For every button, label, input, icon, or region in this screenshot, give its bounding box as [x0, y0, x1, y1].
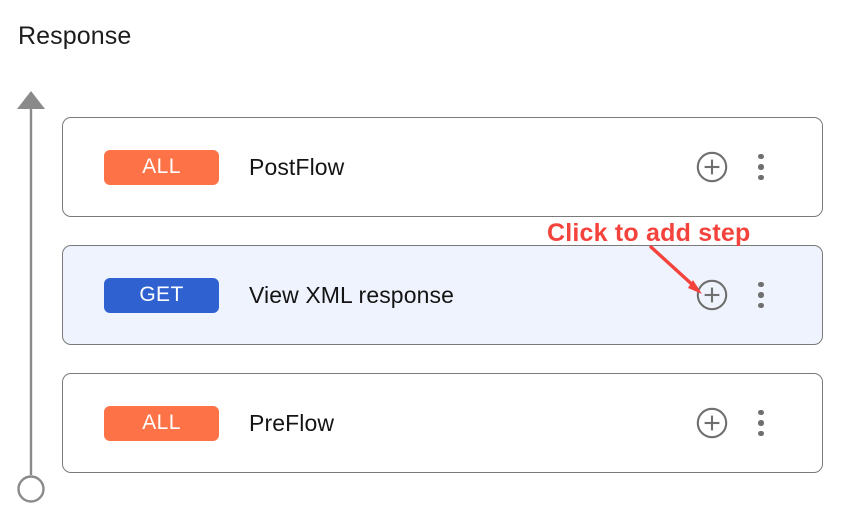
plus-circle-icon[interactable]: [696, 407, 728, 439]
plus-circle-icon[interactable]: [696, 151, 728, 183]
flow-row-label: View XML response: [249, 281, 454, 308]
flow-direction-axis: [0, 80, 62, 505]
flow-row-postflow[interactable]: ALL PostFlow: [62, 117, 823, 217]
more-vertical-icon[interactable]: [748, 279, 774, 311]
more-vertical-icon[interactable]: [748, 407, 774, 439]
flow-row-view-xml-response[interactable]: GET View XML response: [62, 245, 823, 345]
row-actions: [696, 407, 774, 439]
annotation-label: Click to add step: [547, 219, 751, 247]
page-title: Response: [18, 22, 132, 50]
arrow-up-icon: [17, 91, 45, 109]
more-vertical-icon[interactable]: [748, 151, 774, 183]
method-badge-get: GET: [104, 277, 219, 313]
flow-step-list: ALL PostFlow GET View XML response: [62, 117, 823, 501]
method-badge-all: ALL: [104, 149, 219, 185]
flow-row-label: PostFlow: [249, 153, 345, 180]
row-actions: [696, 151, 774, 183]
flow-row-label: PreFlow: [249, 409, 335, 436]
flow-row-preflow[interactable]: ALL PreFlow: [62, 373, 823, 473]
circle-outline-icon: [17, 475, 45, 503]
method-badge-all: ALL: [104, 405, 219, 441]
row-actions: [696, 279, 774, 311]
plus-circle-icon[interactable]: [696, 279, 728, 311]
